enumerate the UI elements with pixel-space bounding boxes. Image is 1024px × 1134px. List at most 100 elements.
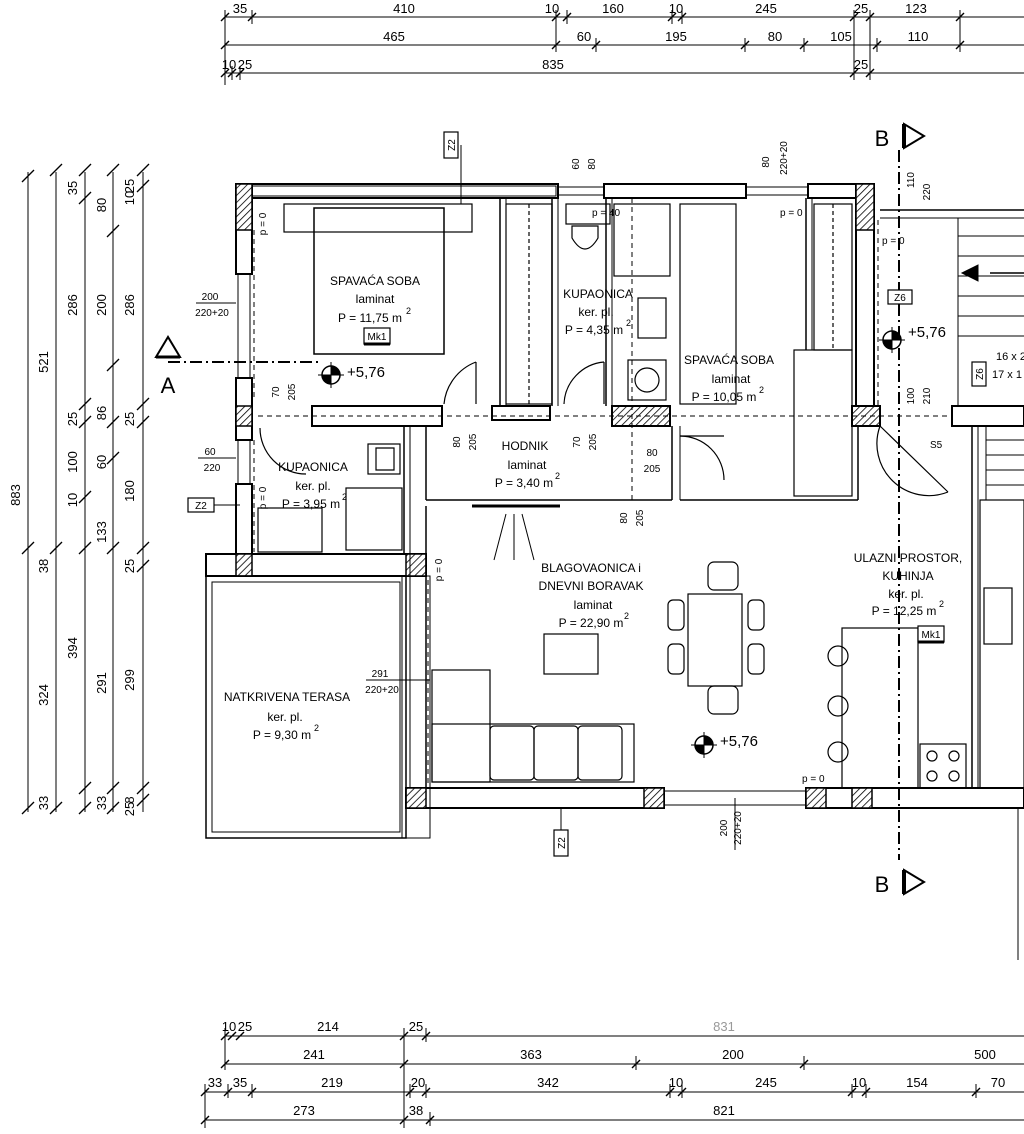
opening-label: 220+20 xyxy=(365,685,399,696)
top-dimension-labels: 35 410 10 160 10 245 25 123 465 60 195 8… xyxy=(222,1,929,72)
dim-label: 394 xyxy=(65,637,80,659)
level-marker xyxy=(318,362,344,388)
dim-label: 154 xyxy=(906,1075,928,1090)
opening-label: 210 xyxy=(922,387,933,404)
room-labels: SPAVAĆA SOBA laminat P = 11,75 m 2 KUPAO… xyxy=(224,273,962,742)
opening-label: 205 xyxy=(287,383,298,400)
room-floor: laminat xyxy=(712,372,751,386)
dim-label: 500 xyxy=(974,1047,996,1062)
room-name: DNEVNI BORAVAK xyxy=(539,579,644,593)
room-area-sup: 2 xyxy=(939,599,944,609)
dim-label: 195 xyxy=(665,29,687,44)
opening-label: 70 xyxy=(271,386,282,398)
tag-z2: Z2 xyxy=(447,139,458,151)
dim-label: 35 xyxy=(233,1,247,16)
dim-label: 25 xyxy=(65,412,80,426)
dim-label: 10 xyxy=(669,1075,683,1090)
dim-label: 291 xyxy=(94,672,109,694)
room-area: P = 12,25 m xyxy=(872,604,937,618)
opening-label: 200 xyxy=(719,819,730,836)
opening-label: 80 xyxy=(646,448,658,459)
dim-label: 410 xyxy=(393,1,415,16)
opening-label: 220+20 xyxy=(195,308,229,319)
tag-p0: p = 0 xyxy=(802,774,825,785)
dim-label: 25 xyxy=(854,1,868,16)
stairs xyxy=(957,218,1024,500)
dim-label: 25 xyxy=(122,559,137,573)
section-b-top-label: B xyxy=(875,126,890,151)
room-area: P = 3,40 m xyxy=(495,476,553,490)
dim-label: 86 xyxy=(94,406,109,420)
dim-label: 465 xyxy=(383,29,405,44)
opening-label: 220+20 xyxy=(733,811,744,845)
tag-z2: Z2 xyxy=(557,837,568,849)
room-area-sup: 2 xyxy=(626,318,631,328)
room-name: ULAZNI PROSTOR, xyxy=(854,551,962,565)
tags: Z2 Z2 Z2 Z6 Z6 Mk1 Mk1 S5 p = 0 p = 0 p … xyxy=(187,131,1024,857)
dim-label: 219 xyxy=(321,1075,343,1090)
room-area: P = 11,75 m xyxy=(338,311,402,325)
room-area-sup: 2 xyxy=(759,385,764,395)
tag-z2: Z2 xyxy=(195,501,207,512)
dim-label: 324 xyxy=(36,684,51,706)
room-name: SPAVAĆA SOBA xyxy=(684,352,774,367)
level-label: +5,76 xyxy=(908,324,946,341)
dim-label: 299 xyxy=(122,669,137,691)
tag-p0: p = 0 xyxy=(780,208,803,219)
opening-label: 205 xyxy=(468,433,479,450)
dim-label: 200 xyxy=(722,1047,744,1062)
dim-label: 35 xyxy=(233,1075,247,1090)
dim-label: 273 xyxy=(293,1103,315,1118)
opening-label: 80 xyxy=(761,156,772,168)
dim-label: 835 xyxy=(542,57,564,72)
left-dimensions xyxy=(21,163,150,815)
stair-label: 16 x 2 xyxy=(996,351,1024,363)
dashed-lines xyxy=(253,198,950,784)
room-floor: ker. pl. xyxy=(888,587,923,601)
opening-label: 220 xyxy=(922,183,933,200)
opening-label: 291 xyxy=(372,669,389,680)
opening-labels: 200 220+20 60 220 291 220+20 200 220+20 … xyxy=(195,141,933,850)
room-floor: ker. pl. xyxy=(295,479,330,493)
room-area-sup: 2 xyxy=(406,306,411,316)
tag-p0: p = 0 xyxy=(258,212,269,235)
dim-label: 25 xyxy=(122,179,137,193)
room-floor: laminat xyxy=(574,598,613,612)
dim-label: 60 xyxy=(577,29,591,44)
dim-label: 33 xyxy=(36,796,51,810)
room-name: BLAGOVAONICA i xyxy=(541,561,641,575)
tag-z6: Z6 xyxy=(894,293,906,304)
top-dimensions xyxy=(220,10,1024,85)
dim-label: 245 xyxy=(755,1075,777,1090)
level-marker xyxy=(879,327,905,353)
opening-label: 60 xyxy=(571,158,582,170)
dim-label: 10 xyxy=(545,1,559,16)
dim-label: 286 xyxy=(65,294,80,316)
dim-label: 10 xyxy=(222,57,236,72)
dim-label: 821 xyxy=(713,1103,735,1118)
opening-label: 60 xyxy=(204,447,216,458)
dim-label: 133 xyxy=(94,521,109,543)
dim-label: 200 xyxy=(94,294,109,316)
dim-label: 100 xyxy=(65,451,80,473)
room-area-sup: 2 xyxy=(624,611,629,621)
tag-s5: S5 xyxy=(930,440,943,451)
room-floor: laminat xyxy=(508,458,547,472)
dim-label: 25 xyxy=(238,1019,252,1034)
dim-label: 33 xyxy=(208,1075,222,1090)
opening-label: 80 xyxy=(619,512,630,524)
dim-label: 342 xyxy=(537,1075,559,1090)
dim-label: 60 xyxy=(94,455,109,469)
section-a-label: A xyxy=(161,373,176,398)
room-floor: laminat xyxy=(356,292,395,306)
opening-label: 220+20 xyxy=(779,141,790,175)
room-area-sup: 2 xyxy=(555,471,560,481)
dim-label: 180 xyxy=(122,480,137,502)
dim-label: 363 xyxy=(520,1047,542,1062)
opening-label: 200 xyxy=(202,292,219,303)
tag-mk1: Mk1 xyxy=(368,332,387,343)
opening-label: 205 xyxy=(644,464,661,475)
dim-label: 25 xyxy=(238,57,252,72)
dim-label: 10 xyxy=(669,1,683,16)
